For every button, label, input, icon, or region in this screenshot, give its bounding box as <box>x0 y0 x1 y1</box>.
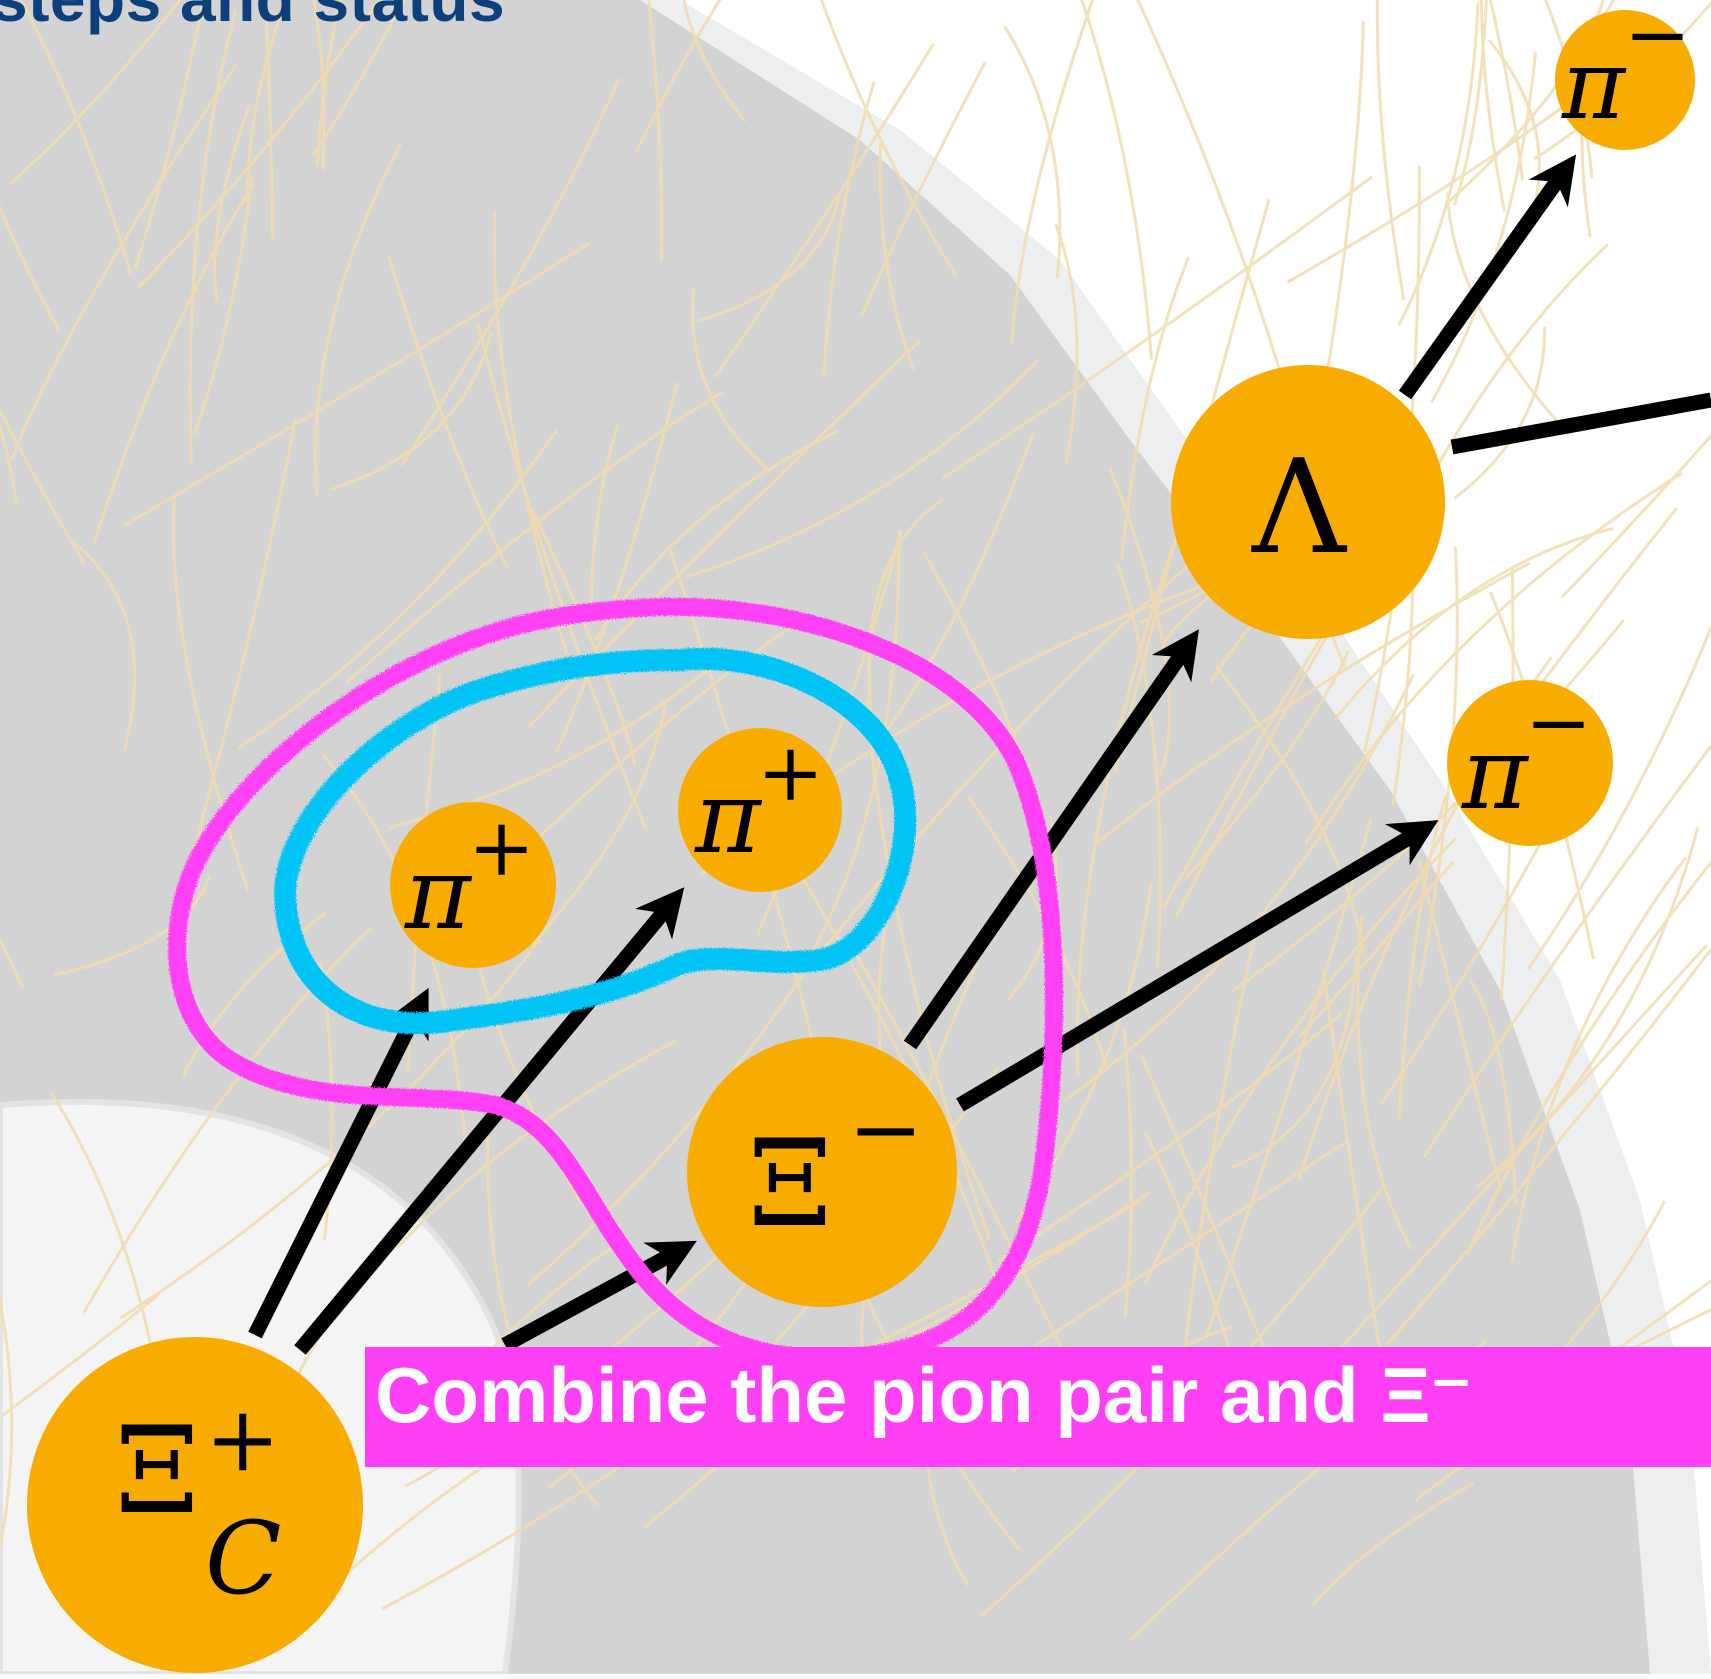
particle-lambda: Λ <box>1171 365 1445 639</box>
lambda-symbol: Λ <box>1251 431 1348 583</box>
xi-minus-superscript: − <box>848 1077 923 1182</box>
pi-plus-left-symbol: π <box>404 835 473 952</box>
pi-plus-right-superscript: + <box>757 726 824 819</box>
particle-xi-c-plus: Ξ + C <box>27 1337 363 1673</box>
pi-minus-mid-superscript: − <box>1525 676 1592 769</box>
xi-c-plus-superscript: + <box>205 1387 280 1492</box>
pi-minus-mid-symbol: π <box>1461 715 1530 832</box>
pi-plus-right-symbol: π <box>694 759 763 876</box>
particle-pi-plus-left: π + <box>390 801 556 968</box>
pi-minus-top-symbol: π <box>1561 29 1627 141</box>
xi-c-plus-symbol: Ξ <box>115 1402 199 1541</box>
page-title: steps and status <box>0 0 505 36</box>
xi-c-plus-subscript: C <box>205 1500 282 1617</box>
pi-minus-top-superscript: − <box>1624 0 1691 81</box>
pi-plus-left-superscript: + <box>468 801 535 894</box>
xi-minus-symbol: Ξ <box>748 1115 832 1254</box>
particle-xi-minus: Ξ − <box>687 1037 957 1307</box>
instruction-banner-text: Combine the pion pair and Ξ⁻ <box>375 1350 1472 1441</box>
